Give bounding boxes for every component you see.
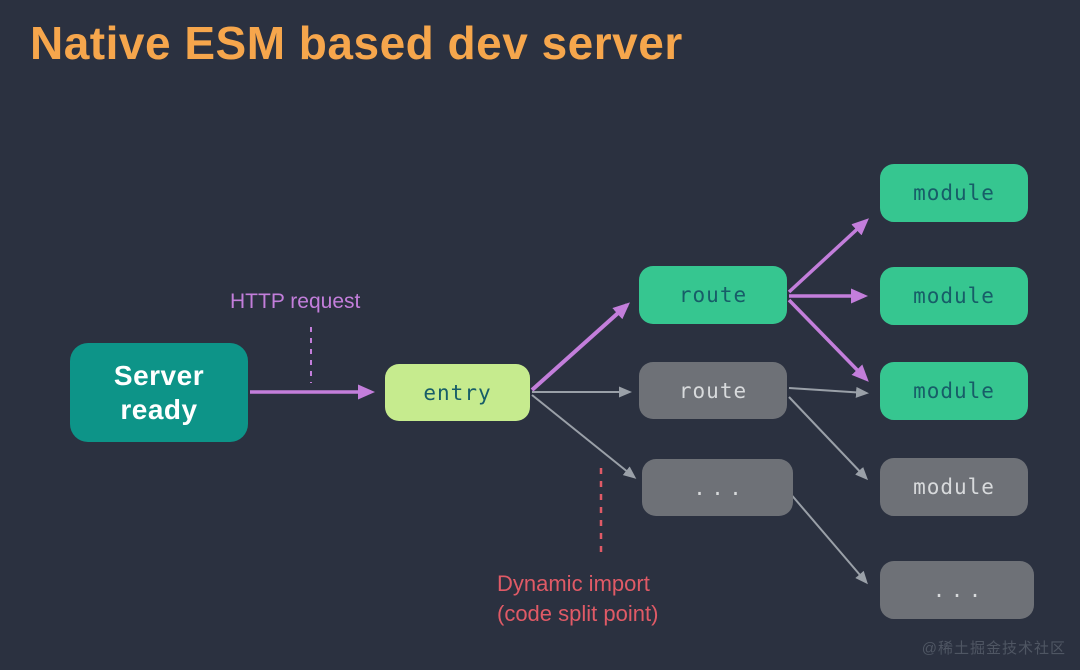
node-module-2: module bbox=[880, 267, 1028, 325]
node-route-top: route bbox=[639, 266, 787, 324]
page-title: Native ESM based dev server bbox=[30, 17, 683, 69]
label-dynamic-import: Dynamic import (code split point) bbox=[497, 571, 659, 626]
edge-route-more-to-module-more bbox=[788, 491, 868, 585]
node-route-mid: route bbox=[639, 362, 787, 419]
edge-entry-to-route-more bbox=[531, 394, 637, 479]
node-entry: entry bbox=[385, 364, 530, 421]
edge-entry-to-route-top bbox=[530, 302, 630, 392]
edge-route-mid-to-module-3 bbox=[788, 386, 869, 398]
edge-route-top-to-module-3 bbox=[787, 298, 869, 382]
node-module-3: module bbox=[880, 362, 1028, 420]
label-http-request: HTTP request bbox=[230, 290, 361, 313]
edge-route-top-to-module-1 bbox=[787, 218, 869, 294]
node-module-more: ... bbox=[880, 561, 1034, 619]
watermark: @稀土掘金技术社区 bbox=[921, 640, 1066, 657]
node-module-4: module bbox=[880, 458, 1028, 516]
node-module-1: module bbox=[880, 164, 1028, 222]
edge-route-mid-to-module-4 bbox=[788, 396, 869, 481]
node-route-more: ... bbox=[642, 459, 793, 516]
node-server-ready: Server ready bbox=[70, 343, 248, 442]
